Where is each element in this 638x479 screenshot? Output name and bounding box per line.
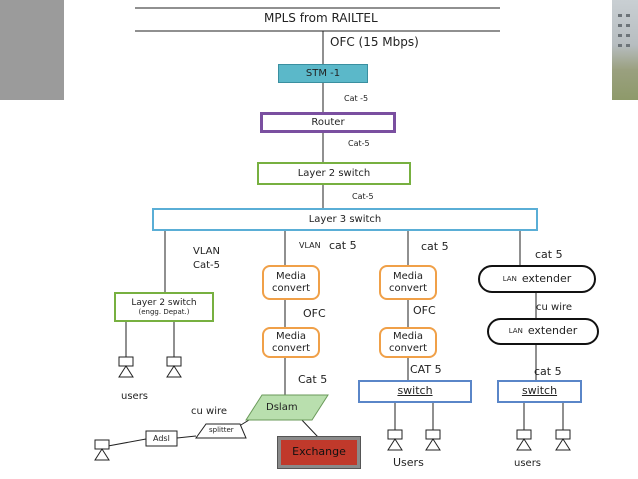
switch-node: switch bbox=[497, 380, 582, 403]
link-label-cu-wire: cu wire bbox=[536, 302, 573, 313]
link-label-ofc: OFC bbox=[413, 304, 436, 317]
switch-node: switch bbox=[358, 380, 472, 403]
user-terminal-icon bbox=[118, 356, 134, 378]
link-label-cu-wire: cu wire bbox=[191, 406, 228, 417]
lan-extender-node: LAN extender bbox=[487, 318, 599, 345]
link-label-vlan: VLAN bbox=[193, 246, 220, 257]
splitter-shape bbox=[195, 423, 247, 439]
slide-side-panel-left bbox=[0, 0, 64, 100]
slide-side-photo-right bbox=[612, 0, 638, 100]
link-label-cat5: Cat -5 bbox=[344, 94, 369, 103]
users-label: users bbox=[514, 458, 542, 469]
media-converter-node: Media convert bbox=[262, 327, 320, 358]
lan-extender-prefix: LAN bbox=[502, 274, 517, 283]
lan-extender-prefix: LAN bbox=[508, 327, 523, 336]
layer2-switch-node: Layer 2 switch bbox=[257, 162, 411, 185]
link-label-cat5: cat 5 bbox=[534, 365, 562, 378]
exchange-node: Exchange bbox=[277, 436, 361, 469]
layer2-switch-engg-sublabel: (engg. Depat.) bbox=[138, 308, 190, 317]
adsl-label: Adsl bbox=[153, 434, 170, 443]
lan-extender-node: LAN extender bbox=[478, 265, 596, 293]
link-label-cat5: cat 5 bbox=[329, 239, 357, 252]
user-terminal-icon bbox=[387, 429, 403, 451]
dslam-label: Dslam bbox=[266, 402, 298, 413]
media-converter-node: Media convert bbox=[379, 327, 437, 358]
lan-extender-label: extender bbox=[521, 271, 572, 285]
user-terminal-icon bbox=[166, 356, 182, 378]
user-terminal-icon bbox=[94, 439, 110, 461]
layer2-switch-engg-label: Layer 2 switch bbox=[131, 297, 197, 308]
link-label-ofc: OFC bbox=[303, 307, 326, 320]
link-label-cat5: cat 5 bbox=[535, 248, 563, 261]
media-converter-node: Media convert bbox=[379, 265, 437, 300]
router-node: Router bbox=[260, 112, 396, 133]
link-label-cat5: CAT 5 bbox=[410, 363, 442, 376]
user-terminal-icon bbox=[555, 429, 571, 451]
users-label: Users bbox=[393, 456, 424, 469]
link-label-cat5: cat 5 bbox=[421, 240, 449, 253]
ofc-bandwidth-label: OFC (15 Mbps) bbox=[330, 35, 419, 49]
adsl-shape bbox=[145, 430, 178, 447]
users-label: users bbox=[121, 391, 149, 402]
media-converter-node: Media convert bbox=[262, 265, 320, 300]
dslam-shape bbox=[245, 394, 329, 421]
layer3-switch-node: Layer 3 switch bbox=[152, 208, 538, 231]
link-label-cat5: Cat 5 bbox=[298, 373, 328, 386]
link-label-vlan: VLAN bbox=[299, 241, 321, 250]
stm1-node: STM -1 bbox=[278, 64, 368, 83]
link-label-cat5: Cat-5 bbox=[352, 192, 374, 201]
page-title: MPLS from RAILTEL bbox=[264, 11, 378, 25]
link-label-cat5: Cat-5 bbox=[193, 260, 221, 271]
layer2-switch-engg-node: Layer 2 switch (engg. Depat.) bbox=[114, 292, 214, 322]
link-label-cat5: Cat-5 bbox=[348, 139, 370, 148]
splitter-label: splitter bbox=[209, 426, 234, 434]
user-terminal-icon bbox=[425, 429, 441, 451]
lan-extender-label: extender bbox=[527, 324, 578, 338]
user-terminal-icon bbox=[516, 429, 532, 451]
